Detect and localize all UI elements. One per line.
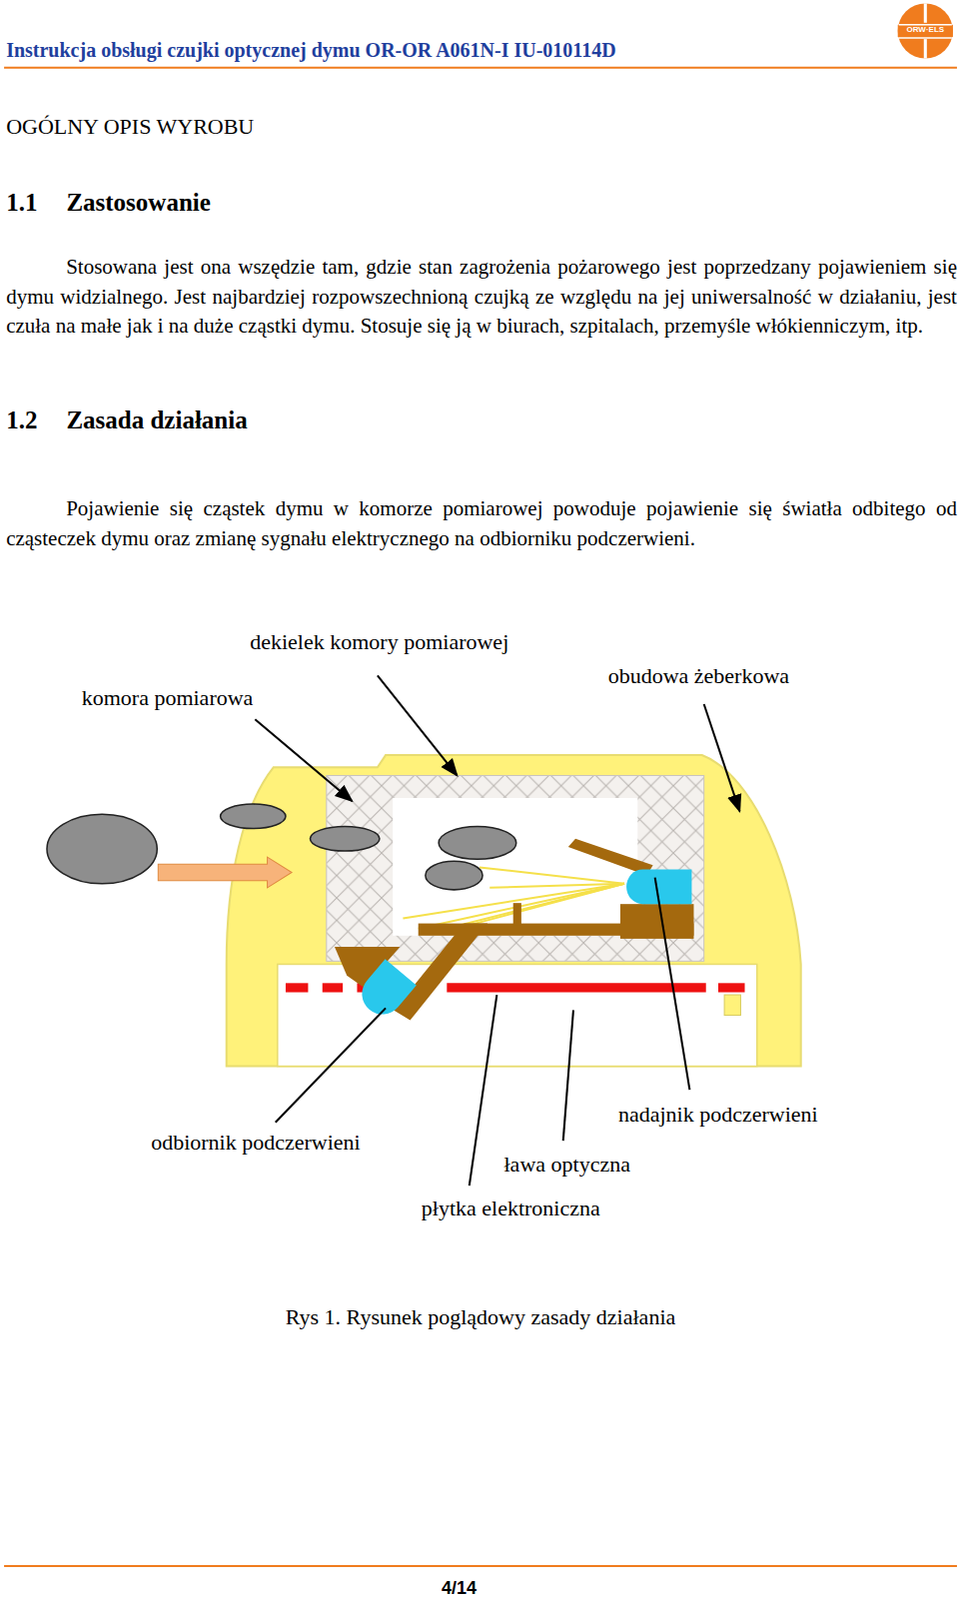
housing (226, 755, 802, 1066)
air-flow-arrow (157, 857, 292, 889)
pcb (285, 982, 746, 992)
section-heading: Zastosowanie (65, 187, 210, 218)
part-label: nadajnik podczerwieni (618, 1101, 819, 1128)
figure-caption: Rys 1. Rysunek poglądowy zasady działani… (285, 1304, 677, 1331)
part-label: komora pomiarowa (81, 685, 254, 712)
header-title: Instrukcja obsługi czujki optycznej dymu… (5, 37, 617, 62)
section-title: OGÓLNY OPIS WYROBU (5, 113, 254, 140)
section-number: 1.1 (5, 187, 37, 218)
logo-text: ORW·ELS (906, 24, 945, 35)
ir-receiver (353, 959, 417, 1023)
part-label: odbiornik podczerwieni (150, 1129, 361, 1156)
body-paragraph: Stosowana jest ona wszędzie tam, gdzie s… (5, 252, 958, 342)
header-rule (3, 66, 958, 69)
housing-inner (277, 963, 758, 1066)
smoke (46, 804, 517, 891)
part-label: płytka elektroniczna (421, 1195, 601, 1222)
section-heading: Zasada działania (65, 405, 247, 436)
page-number: 4/14 (441, 1578, 477, 1600)
part-label: ława optyczna (504, 1151, 631, 1178)
part-label: dekielek komory pomiarowej (249, 629, 509, 656)
logo (898, 2, 954, 58)
part-label: obudowa żeberkowa (608, 663, 790, 690)
body-paragraph: Pojawienie się cząstek dymu w komorze po… (5, 494, 958, 554)
footer-rule (3, 1565, 958, 1568)
measuring-chamber (326, 775, 705, 961)
section-number: 1.2 (5, 405, 37, 436)
